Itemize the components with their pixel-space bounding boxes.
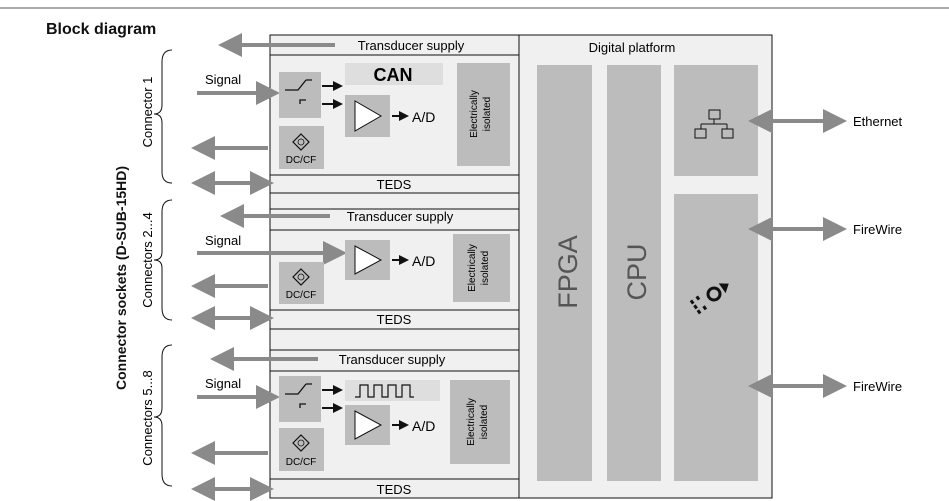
transducer-supply-label: Transducer supply	[339, 352, 446, 367]
firewire-label-2: FireWire	[853, 379, 902, 394]
switch-icon	[285, 79, 312, 104]
bridge-icon	[292, 268, 310, 286]
ethernet-label: Ethernet	[853, 114, 903, 129]
ad-label: A/D	[412, 109, 435, 125]
ad-label: A/D	[412, 253, 435, 269]
isolated-label-line1: Electrically	[467, 244, 478, 292]
isolated-label-line2: isolated	[480, 251, 491, 285]
switch-block	[279, 72, 321, 118]
switch-icon	[285, 383, 312, 408]
amplifier-icon	[354, 100, 383, 132]
transducer-supply-label: Transducer supply	[347, 209, 454, 224]
signal-label: Signal	[205, 233, 241, 248]
connector-label: Connector 1	[140, 77, 155, 148]
teds-label: TEDS	[377, 177, 412, 192]
transducer-supply-label: Transducer supply	[358, 38, 465, 53]
diagram-title: Block diagram	[46, 21, 156, 38]
bridge-icon	[292, 434, 310, 452]
fpga-label: FPGA	[553, 235, 583, 309]
dccf-label: DC/CF	[286, 290, 317, 301]
isolated-label-line1: Electrically	[469, 90, 480, 138]
switch-block	[279, 376, 321, 422]
cpu-block	[607, 65, 661, 481]
can-block	[345, 63, 443, 85]
brace	[153, 344, 173, 487]
connector-group-3: Transducer supply Connectors 5...8 Signa…	[140, 344, 510, 501]
firewire-block	[674, 194, 758, 481]
fpga-block	[537, 65, 592, 481]
pulse-train-icon	[355, 384, 414, 398]
connector-sockets-label: Connector sockets (D-SUB-15HD)	[113, 166, 129, 390]
dccf-label: DC/CF	[286, 155, 317, 166]
signal-label: Signal	[205, 72, 241, 87]
brace	[153, 199, 173, 321]
cpu-label: CPU	[622, 243, 652, 300]
ad-label: A/D	[412, 418, 435, 434]
dccf-label: DC/CF	[286, 457, 317, 468]
isolated-block	[453, 234, 510, 302]
digital-platform: Digital platform FPGA CPU	[537, 40, 758, 481]
teds-label: TEDS	[377, 312, 412, 327]
amplifier-icon	[354, 410, 383, 440]
isolated-label-line2: isolated	[479, 405, 490, 439]
outputs: Ethernet FireWire FireWire	[748, 109, 903, 398]
platform-title: Digital platform	[589, 40, 676, 55]
isolated-block	[450, 380, 510, 464]
isolated-label-line1: Electrically	[466, 398, 477, 446]
dccf-block	[279, 126, 324, 169]
amplifier-icon	[354, 245, 383, 275]
connector-group-2: Transducer supply Connectors 2...4 Signa…	[140, 199, 510, 330]
bridge-icon	[292, 133, 310, 151]
connector-label: Connectors 5...8	[140, 370, 155, 465]
firewire-label-1: FireWire	[853, 222, 902, 237]
connector-group-1: Transducer supply Connector 1 Signal CAN…	[140, 33, 510, 195]
pulse-block	[345, 380, 440, 401]
isolated-label-line2: isolated	[482, 97, 493, 131]
can-label: CAN	[374, 65, 413, 85]
network-icon	[694, 109, 734, 139]
network-block	[674, 65, 758, 176]
teds-label: TEDS	[377, 482, 412, 497]
connector-label: Connectors 2...4	[140, 212, 155, 307]
signal-label: Signal	[205, 376, 241, 391]
brace	[153, 49, 173, 184]
firewire-icon	[689, 283, 729, 315]
isolated-block	[457, 63, 510, 166]
